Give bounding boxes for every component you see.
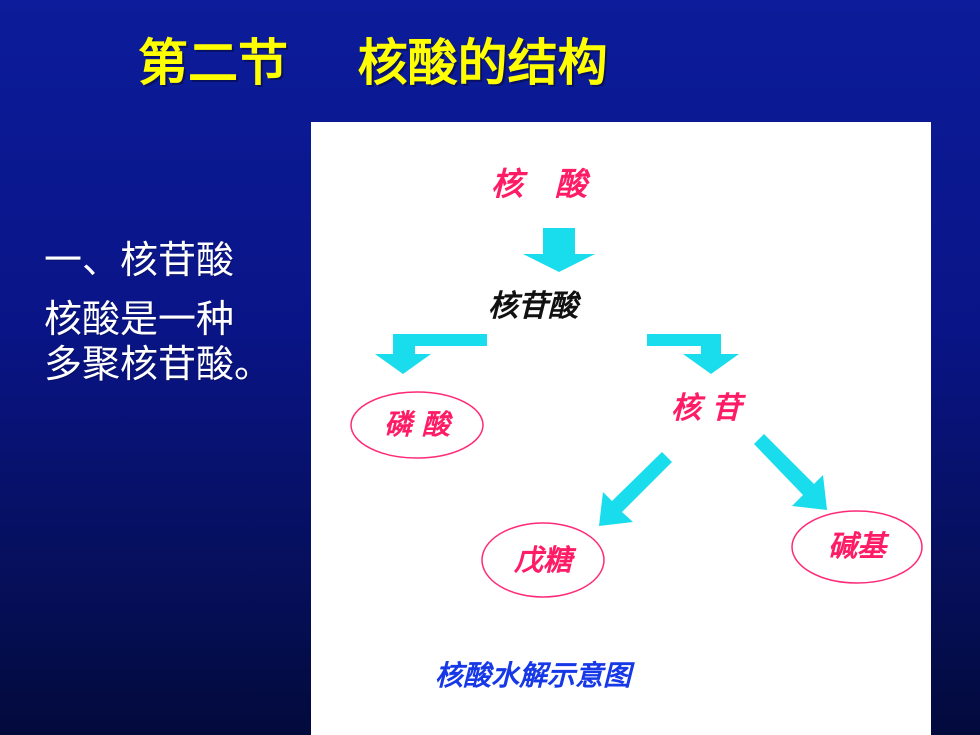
left-description: 一、核苷酸 核酸是一种 多聚核苷酸。 [44, 238, 272, 386]
hydrolysis-diagram: 核 酸 核苷酸 磷 酸 核 苷 戊糖 碱基 核酸水解示意图 [350, 165, 923, 692]
nucleotide-label: 核苷酸 [488, 289, 582, 324]
phosphate-ellipse [350, 391, 484, 459]
nucleoside-label: 核 苷 [671, 391, 746, 426]
base-label: 碱基 [828, 529, 890, 563]
base-ellipse [791, 510, 923, 584]
slide-title: 第二节 核酸的结构 [138, 34, 608, 92]
nucleic-acid-label: 核 酸 [491, 165, 591, 203]
description-line-2: 多聚核苷酸。 [44, 341, 273, 386]
diagram-caption: 核酸水解示意图 [435, 659, 635, 692]
right-branch-arrow-icon [647, 334, 739, 374]
text-gap [44, 283, 272, 297]
down-arrow-icon [523, 228, 595, 272]
phosphate-label: 磷 酸 [384, 408, 454, 441]
description-line-1: 核酸是一种 [44, 296, 235, 341]
base-arrow-icon [754, 434, 827, 510]
diagram-panel: 核 酸 核苷酸 磷 酸 核 苷 戊糖 碱基 核酸水解示意图 [311, 122, 931, 735]
left-branch-arrow-icon [375, 334, 487, 374]
pentose-label: 戊糖 [513, 543, 577, 577]
pentose-arrow-icon [599, 452, 672, 526]
subheading: 一、核苷酸 [44, 238, 235, 282]
pentose-ellipse [481, 522, 605, 598]
